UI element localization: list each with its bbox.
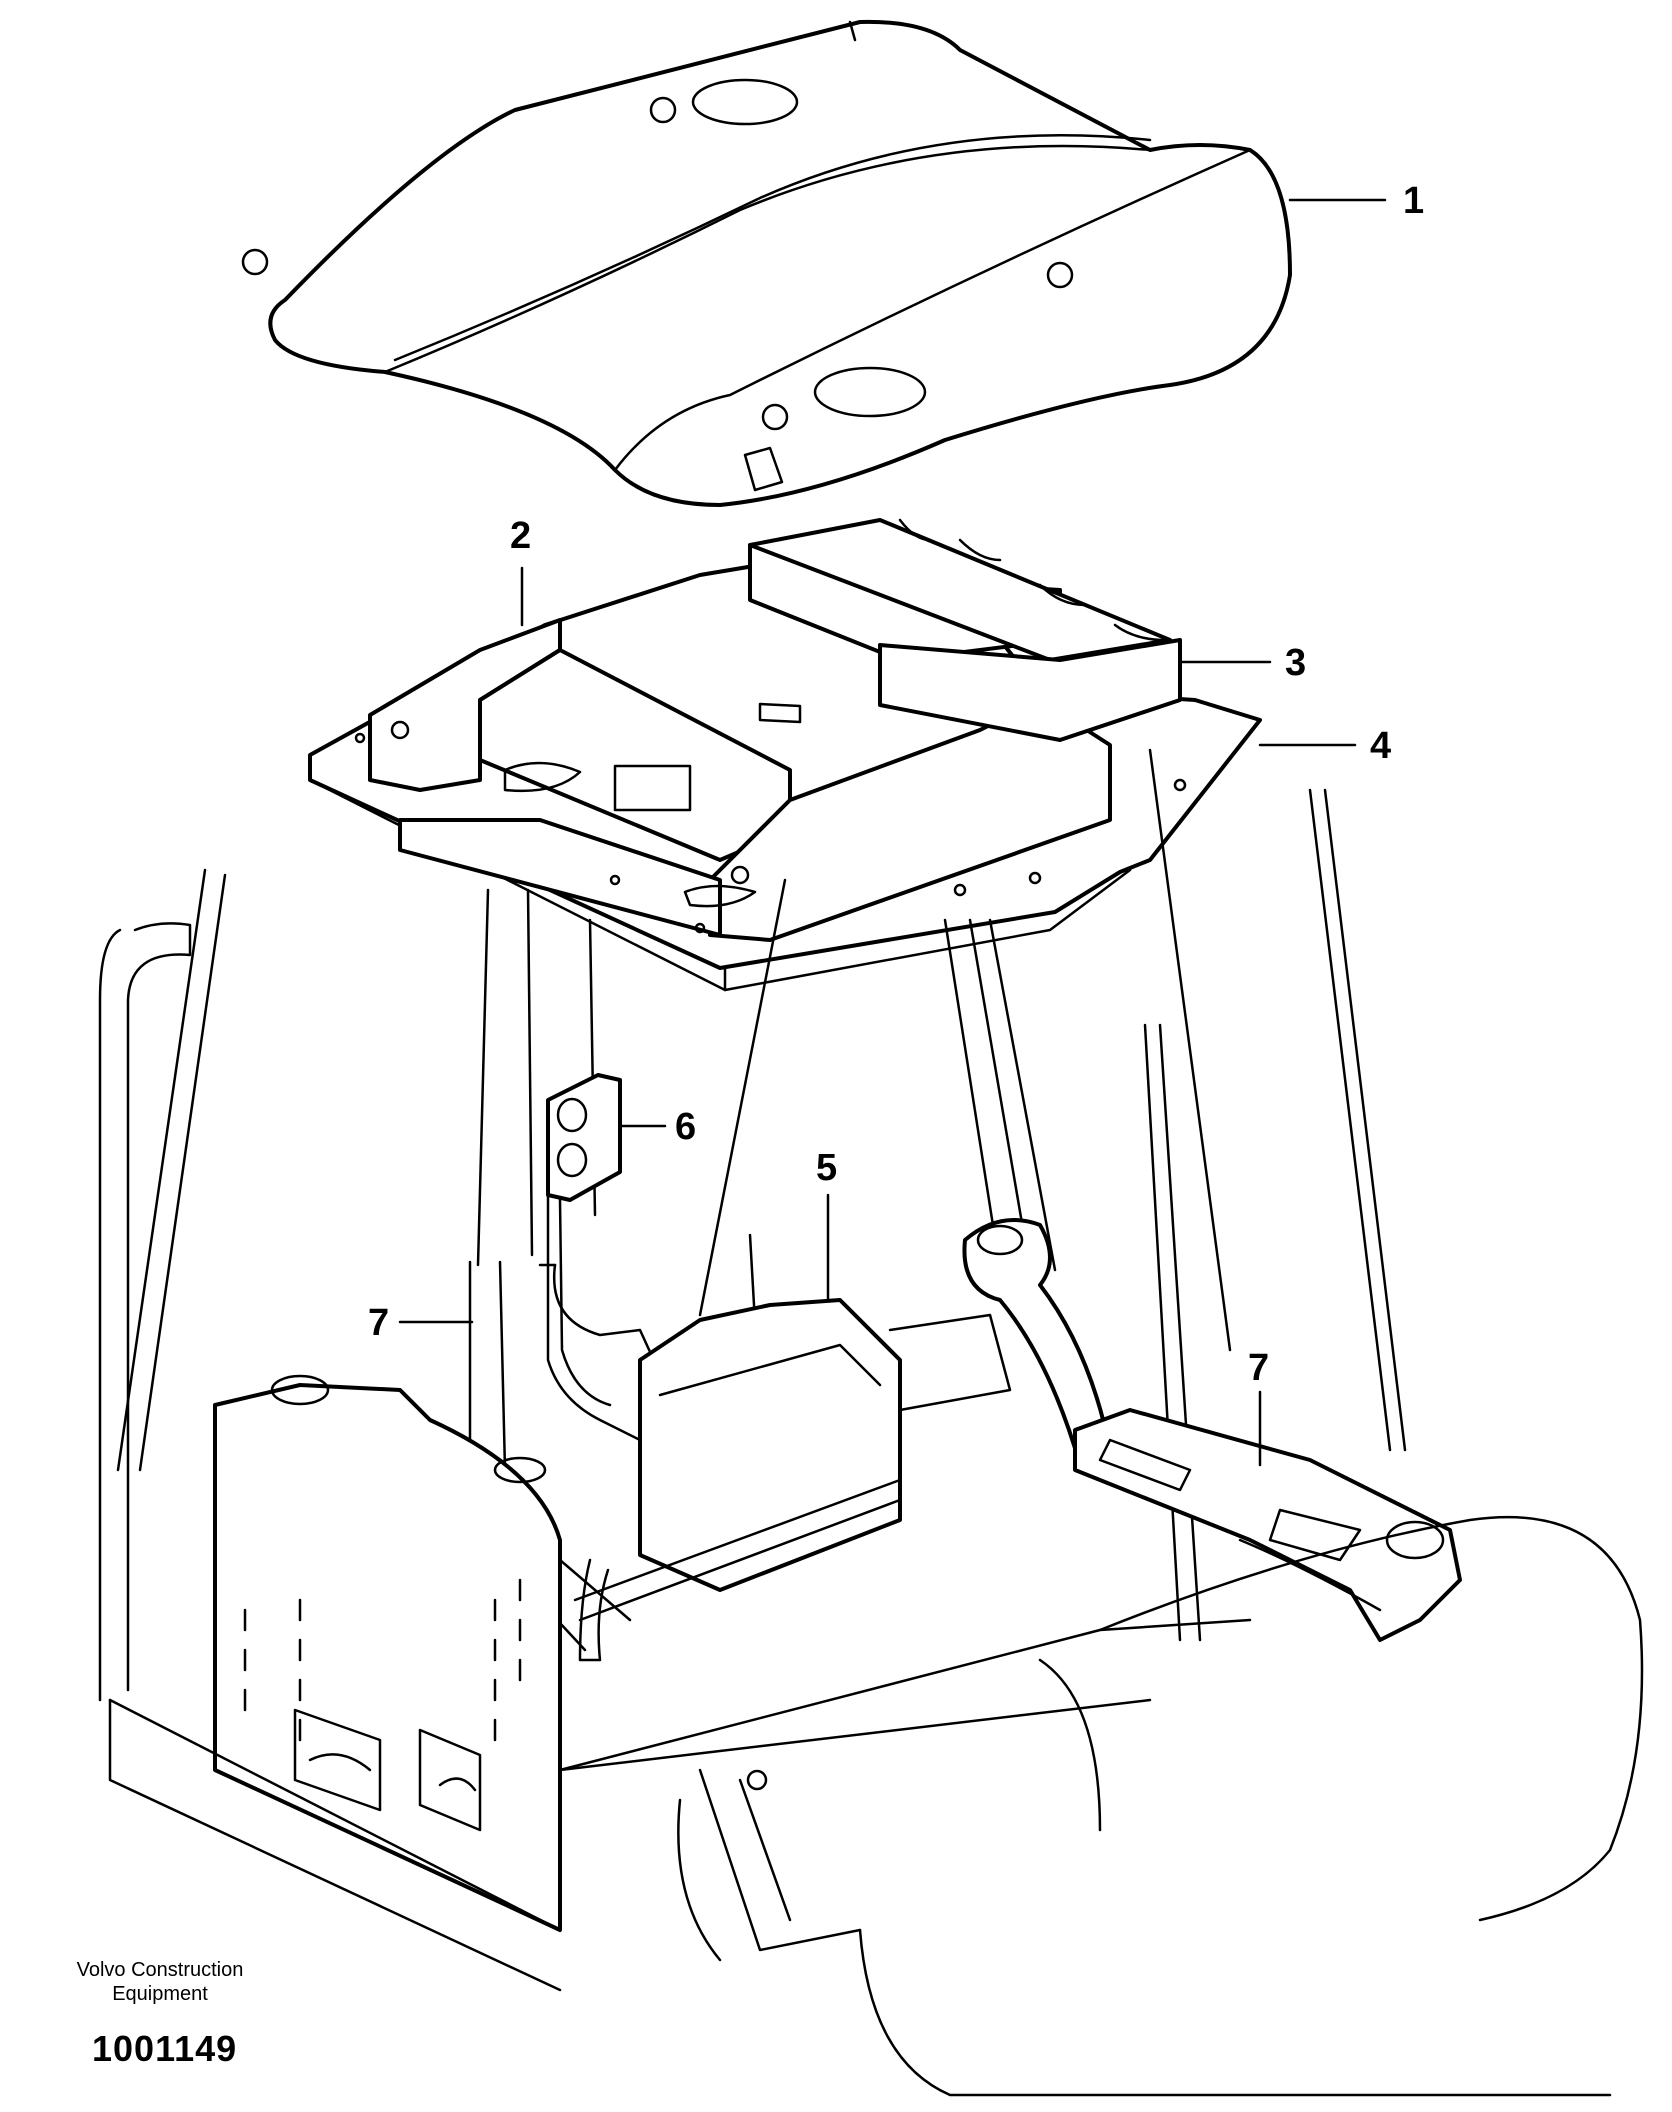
- left-tank-body: [213, 1374, 562, 1932]
- cab-frame: [98, 748, 1407, 1702]
- drawing-number: 1001149: [92, 2028, 238, 2069]
- callout-4: 4: [1370, 725, 1391, 767]
- callout-3: 3: [1285, 642, 1306, 684]
- lower-cab-body: [108, 1515, 1644, 2097]
- control-units: [748, 518, 1182, 742]
- pillar-bracket: [546, 1073, 622, 1202]
- credit-line-2: Equipment: [112, 1983, 208, 2005]
- manufacturer-credit: Volvo Construction Equipment: [40, 1958, 280, 2006]
- callout-6: 6: [675, 1106, 696, 1148]
- callout-5: 5: [816, 1147, 837, 1189]
- roof-base-plate: [308, 563, 1262, 992]
- credit-line-1: Volvo Construction: [76, 1959, 244, 1981]
- callout-7-left: 7: [368, 1302, 389, 1344]
- callout-1: 1: [1403, 180, 1424, 222]
- callout-7-right: 7: [1248, 1347, 1269, 1389]
- callout-labels: 1 2 3 4 5 6 7 7: [368, 180, 1424, 1389]
- heater-and-ducts: [638, 1218, 1462, 1642]
- leader-lines: [398, 198, 1387, 1467]
- callout-2: 2: [510, 515, 531, 557]
- roof-cover: [241, 19, 1292, 507]
